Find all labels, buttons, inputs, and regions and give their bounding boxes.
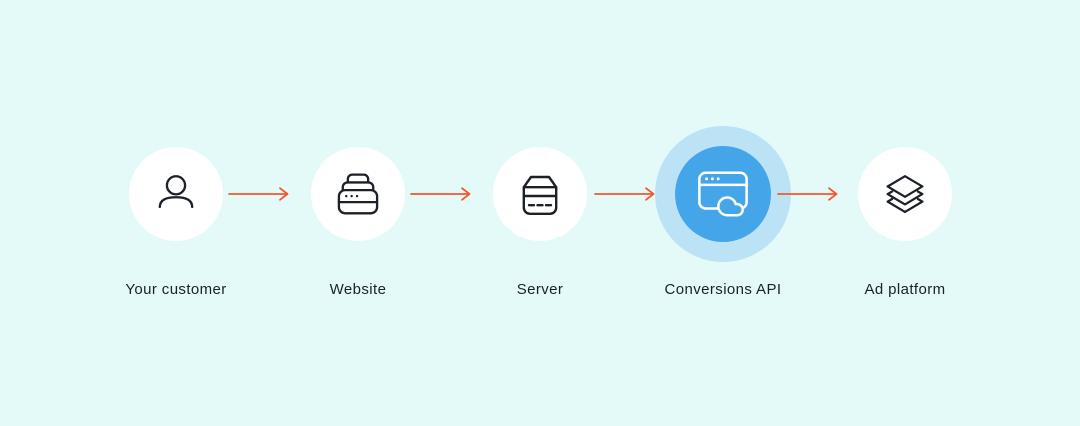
arrow-server-to-conversions-api bbox=[594, 186, 660, 202]
node-circle bbox=[311, 147, 405, 241]
node-conversions-api: Conversions API bbox=[633, 146, 813, 298]
browser-cloud-icon bbox=[698, 171, 748, 217]
node-circle bbox=[858, 147, 952, 241]
node-label: Your customer bbox=[125, 281, 227, 298]
browser-stack-icon bbox=[337, 173, 379, 215]
arrow-website-to-server bbox=[410, 186, 476, 202]
person-icon bbox=[158, 175, 194, 209]
node-website: Website bbox=[268, 147, 448, 298]
node-server: Server bbox=[450, 147, 630, 298]
arrow-customer-to-website bbox=[228, 186, 294, 202]
node-ad-platform: Ad platform bbox=[815, 147, 995, 298]
node-label: Website bbox=[329, 281, 387, 298]
arrow-icon bbox=[777, 187, 838, 201]
node-label: Ad platform bbox=[864, 281, 946, 298]
arrow-conversions-api-to-ad-platform bbox=[777, 186, 843, 202]
node-circle-highlighted bbox=[675, 146, 771, 242]
node-your-customer: Your customer bbox=[86, 147, 266, 298]
node-circle bbox=[493, 147, 587, 241]
arrow-icon bbox=[410, 187, 471, 201]
layers-icon bbox=[886, 175, 924, 214]
node-label: Server bbox=[516, 281, 564, 298]
node-label: Conversions API bbox=[664, 281, 782, 298]
arrow-icon bbox=[594, 187, 655, 201]
node-circle bbox=[129, 147, 223, 241]
server-icon bbox=[522, 175, 558, 215]
arrow-icon bbox=[228, 187, 289, 201]
